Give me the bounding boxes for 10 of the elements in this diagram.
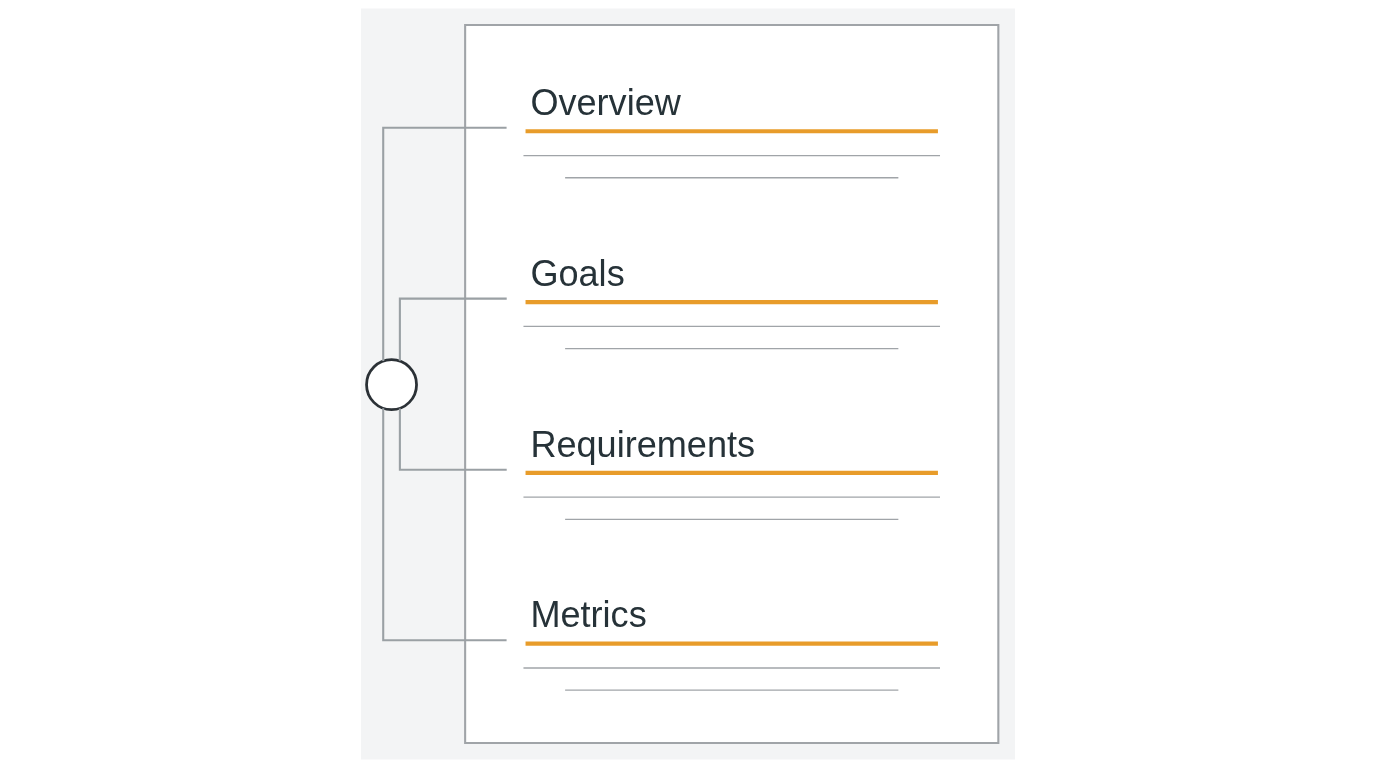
connector <box>382 408 507 642</box>
node-text: Requirements <box>530 423 756 465</box>
node-person <box>365 358 418 412</box>
connector <box>398 297 507 361</box>
connector <box>382 126 507 361</box>
node-text: Goals <box>530 252 625 294</box>
node-text: Metrics <box>530 594 647 636</box>
node-text: Overview <box>530 82 681 124</box>
connector <box>398 408 507 471</box>
cluster <box>464 24 1000 744</box>
